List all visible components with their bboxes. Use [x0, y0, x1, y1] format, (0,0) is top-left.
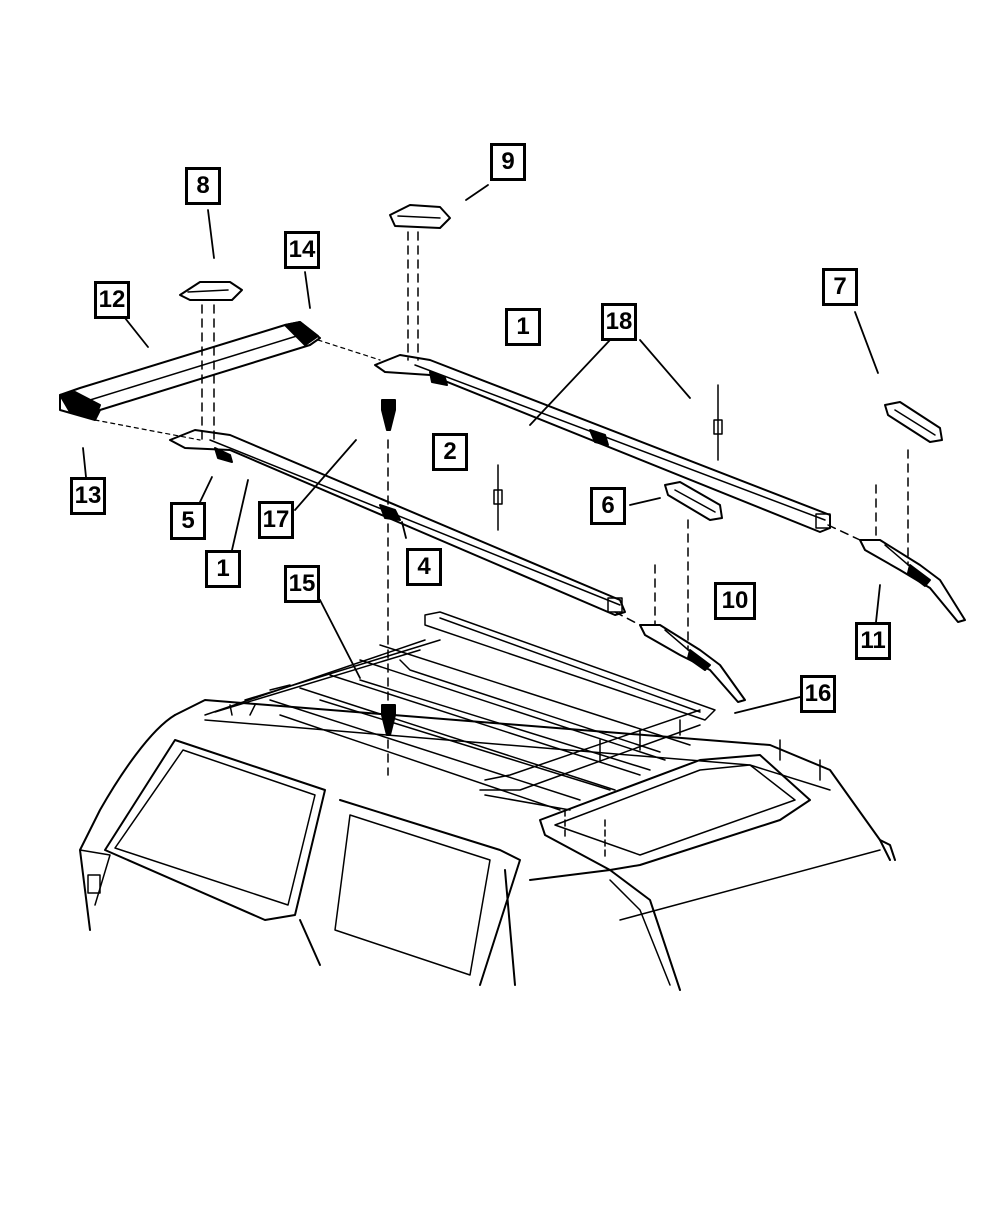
end-cap-6 [665, 482, 722, 520]
callout-4: 4 [406, 548, 442, 586]
callout-1-top: 1 [505, 308, 541, 346]
end-cap-9 [390, 205, 450, 228]
roof-slats [205, 612, 820, 860]
callout-10: 10 [714, 582, 756, 620]
rear-bracket-10 [640, 625, 745, 702]
callout-17: 17 [258, 501, 294, 539]
callout-16: 16 [800, 675, 836, 713]
screw-fasteners [494, 385, 722, 530]
callout-11: 11 [855, 622, 891, 660]
end-cap-7 [885, 402, 942, 442]
front-crossbar [60, 322, 380, 440]
callout-7: 7 [822, 268, 858, 306]
callout-18: 18 [601, 303, 637, 341]
assembly-lines [202, 232, 908, 775]
callout-1-bottom: 1 [205, 550, 241, 588]
callout-12: 12 [94, 281, 130, 319]
callout-15: 15 [284, 565, 320, 603]
callout-2: 2 [432, 433, 468, 471]
push-pin-fastener [382, 400, 395, 735]
callout-5: 5 [170, 502, 206, 540]
callout-6: 6 [590, 487, 626, 525]
callout-9: 9 [490, 143, 526, 181]
callout-8: 8 [185, 167, 221, 205]
callout-13: 13 [70, 477, 106, 515]
side-rail-left [170, 430, 625, 615]
vehicle-roof [80, 700, 895, 990]
callout-14: 14 [284, 231, 320, 269]
side-rail-right [375, 355, 830, 532]
end-cap-8 [180, 282, 242, 300]
rear-bracket-11 [860, 540, 965, 622]
leader-lines [83, 185, 880, 713]
